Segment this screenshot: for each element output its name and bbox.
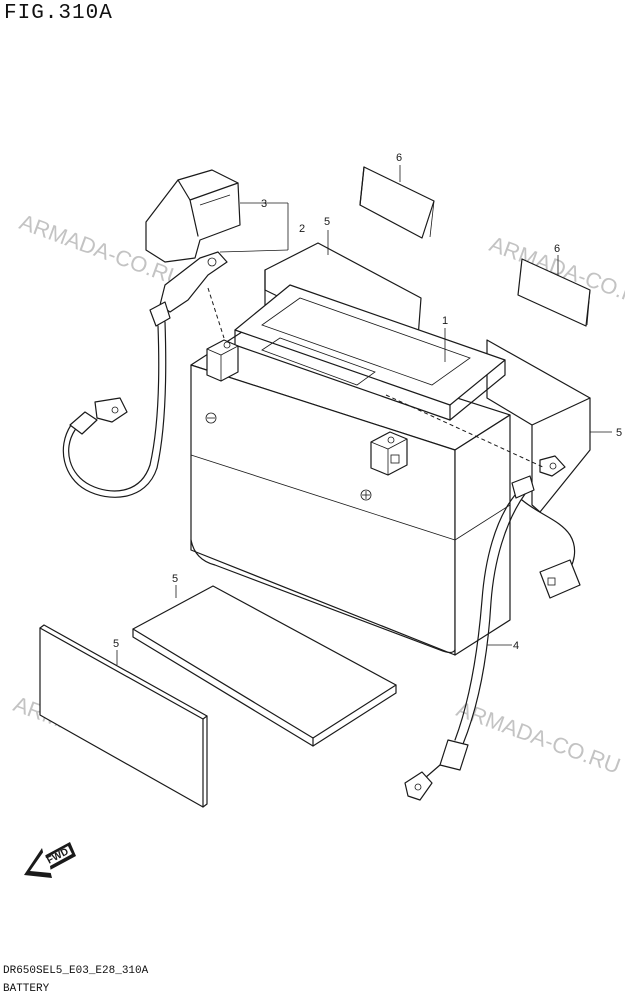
callout-2: 2 — [299, 223, 305, 235]
callout-5-top: 5 — [324, 216, 330, 228]
battery-terminal-negative — [206, 339, 239, 382]
part-6-pad-right — [517, 258, 591, 327]
callout-lines — [116, 165, 612, 665]
callout-5-front: 5 — [113, 638, 119, 650]
part-5-front-pad — [39, 624, 208, 808]
callout-5-right: 5 — [616, 427, 622, 439]
callout-6-upper: 6 — [396, 152, 402, 164]
watermark-5: ARMADA-CO.RU — [453, 696, 624, 778]
callout-6-right: 6 — [554, 243, 560, 255]
part-5-bottom-pad — [132, 585, 397, 747]
footer-code: DR650SEL5_E03_E28_310A — [3, 965, 149, 977]
battery-terminal-positive — [370, 431, 408, 476]
callout-3: 3 — [261, 198, 267, 210]
callout-4: 4 — [513, 640, 519, 652]
part-2-negative-cable — [62, 251, 228, 498]
part-5-right-pad — [486, 339, 591, 513]
callout-5-bottom: 5 — [172, 573, 178, 585]
callout-1: 1 — [442, 315, 448, 327]
fwd-arrow-icon: FWD — [24, 842, 76, 878]
part-3-terminal-cover — [145, 169, 241, 263]
part-6-pad-upper — [359, 166, 435, 239]
figure-title: FIG.310A — [4, 2, 113, 25]
part-4-positive-cable — [385, 394, 581, 801]
callout-labels: 1 2 3 4 5 5 5 5 6 6 — [113, 152, 622, 652]
footer-name: BATTERY — [3, 983, 50, 995]
